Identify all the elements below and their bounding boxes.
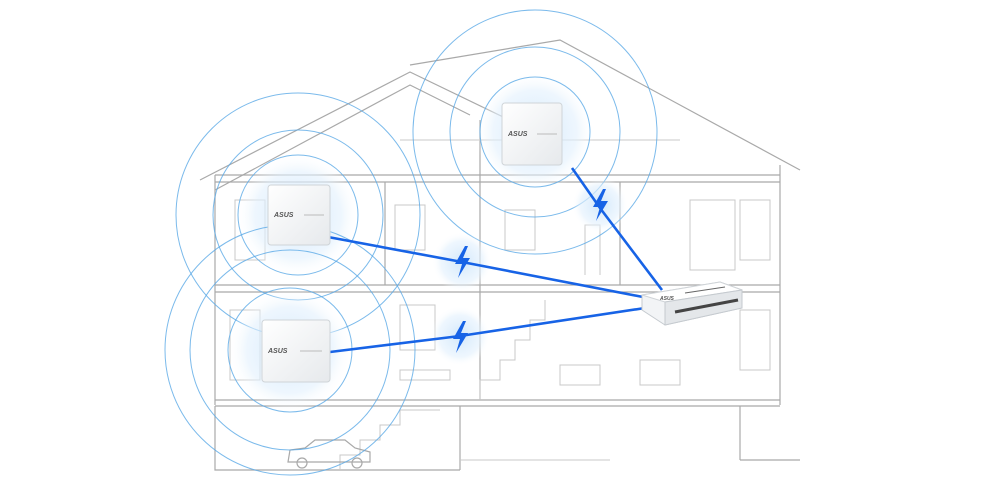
wireless-bolt-icon: [593, 189, 608, 221]
wireless-bolt-icon: [453, 321, 468, 353]
car-outline: [287, 439, 371, 469]
upper-floor-access-point: ASUS: [267, 184, 331, 246]
wireless-bolt-icon: [455, 246, 470, 278]
coverage-rings: [164, 9, 658, 476]
poe-switch: ASUS: [641, 281, 743, 326]
asus-logo: ASUS: [659, 296, 675, 302]
attic-access-point: ASUS: [501, 102, 563, 166]
asus-logo: ASUS: [273, 212, 294, 219]
asus-logo: ASUS: [507, 131, 528, 138]
ground-floor-access-point: ASUS: [261, 319, 331, 383]
asus-logo: ASUS: [267, 348, 288, 355]
